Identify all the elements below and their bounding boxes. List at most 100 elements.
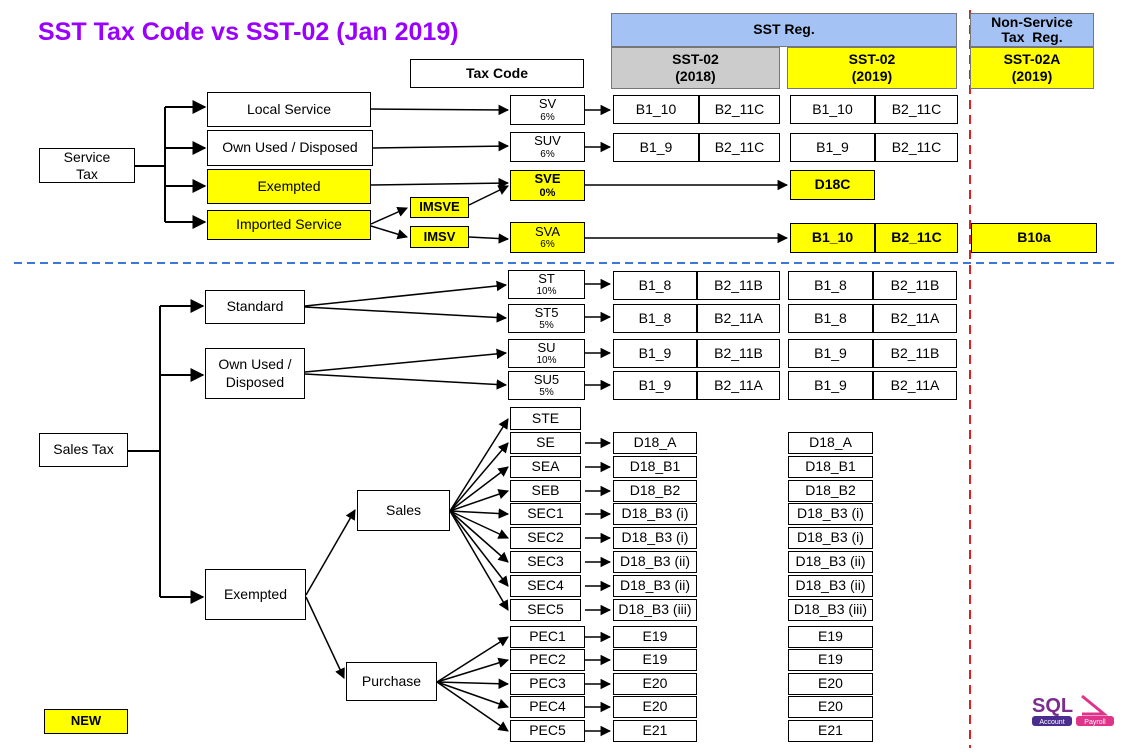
header-sst02a-2019: SST-02A (2019) — [970, 47, 1094, 89]
suv-2019-b1: B1_9 — [790, 133, 875, 162]
svg-text:SQL: SQL — [1032, 695, 1073, 717]
svg-text:Payroll: Payroll — [1084, 719, 1106, 726]
code-label: ST5 — [534, 304, 559, 320]
seb-2019: D18_B2 — [788, 480, 873, 502]
header-sst-reg: SST Reg. — [611, 13, 957, 47]
code-sec5: SEC5 — [510, 599, 581, 621]
sec2-2018: D18_B3 (i) — [613, 527, 697, 549]
code-sec3: SEC3 — [510, 551, 581, 573]
code-rate: 6% — [540, 111, 555, 123]
own-used-sales-node: Own Used / Disposed — [205, 348, 305, 399]
code-rate: 10% — [536, 286, 557, 298]
code-rate: 5% — [539, 387, 554, 399]
sve-2019-d18c: D18C — [790, 170, 875, 200]
pec3-2018: E20 — [613, 673, 697, 695]
code-rate: 6% — [540, 239, 555, 251]
suv-2019-b2: B2_11C — [875, 133, 958, 162]
code-st: ST 10% — [508, 270, 585, 299]
code-sve: SVE 0% — [510, 170, 585, 201]
sec5-2019: D18_B3 (iii) — [788, 599, 873, 621]
imsve-node: IMSVE — [410, 197, 469, 218]
st-2018-b2: B2_11B — [697, 271, 780, 300]
header-tax-code: Tax Code — [410, 59, 584, 88]
sv-2019-b2: B2_11C — [875, 95, 958, 124]
st5-2018-b1: B1_8 — [613, 304, 697, 333]
st-2019-b2: B2_11B — [873, 271, 957, 300]
sql-logo: SQL Account Payroll — [1030, 692, 1118, 730]
svg-text:Account: Account — [1039, 719, 1064, 726]
code-sec2: SEC2 — [510, 527, 581, 549]
pec3-2019: E20 — [788, 673, 873, 695]
sales-tax-root: Sales Tax — [39, 433, 128, 467]
header-sst02-2018: SST-02 (2018) — [611, 47, 780, 89]
standard-node: Standard — [205, 290, 305, 324]
code-label: SV — [538, 96, 557, 112]
sec1-2019: D18_B3 (i) — [788, 503, 873, 525]
service-tax-root: Service Tax — [39, 148, 135, 183]
su5-2018-b1: B1_9 — [613, 371, 697, 400]
suv-2018-b1: B1_9 — [613, 133, 699, 162]
su5-2019-b1: B1_9 — [788, 371, 873, 400]
code-rate: 6% — [540, 148, 555, 160]
code-suv: SUV 6% — [510, 132, 585, 162]
sva-02a-b10a: B10a — [971, 223, 1097, 253]
exempted-sales-node: Exempted — [205, 569, 306, 620]
code-su5: SU5 5% — [508, 371, 585, 400]
sva-2019-b2: B2_11C — [875, 223, 958, 253]
local-service-node: Local Service — [207, 92, 371, 127]
code-sec4: SEC4 — [510, 575, 581, 597]
code-label: SU — [537, 339, 556, 355]
sales-node: Sales — [357, 490, 450, 531]
suv-2018-b2: B2_11C — [699, 133, 780, 162]
code-sec1: SEC1 — [510, 503, 581, 525]
pec2-2019: E19 — [788, 649, 873, 671]
sv-2018-b2: B2_11C — [699, 95, 780, 124]
code-sea: SEA — [510, 456, 581, 478]
code-label: ST — [538, 270, 555, 286]
code-pec5: PEC5 — [510, 720, 585, 742]
code-pec2: PEC2 — [510, 649, 585, 671]
sea-2019: D18_B1 — [788, 456, 873, 478]
su-2018-b2: B2_11B — [697, 339, 780, 368]
code-seb: SEB — [510, 480, 581, 502]
code-pec3: PEC3 — [510, 673, 585, 695]
own-used-service-node: Own Used / Disposed — [207, 130, 373, 166]
header-sst02-2019: SST-02 (2019) — [787, 47, 957, 89]
code-rate: 10% — [536, 355, 557, 367]
seb-2018: D18_B2 — [613, 480, 697, 502]
code-pec1: PEC1 — [510, 626, 585, 648]
sec3-2019: D18_B3 (ii) — [788, 551, 873, 573]
st5-2018-b2: B2_11A — [697, 304, 780, 333]
code-su: SU 10% — [508, 339, 585, 368]
st-2019-b1: B1_8 — [788, 271, 873, 300]
sva-2019-b1: B1_10 — [790, 223, 875, 253]
se-2018: D18_A — [613, 432, 697, 454]
imported-service-node: Imported Service — [207, 210, 371, 240]
page-title: SST Tax Code vs SST-02 (Jan 2019) — [38, 18, 459, 46]
sec3-2018: D18_B3 (ii) — [613, 551, 697, 573]
code-rate: 5% — [539, 320, 554, 332]
pec1-2018: E19 — [613, 626, 697, 648]
st-2018-b1: B1_8 — [613, 271, 697, 300]
sec2-2019: D18_B3 (i) — [788, 527, 873, 549]
code-label: SVE — [534, 171, 561, 187]
purchase-node: Purchase — [346, 662, 437, 701]
pec4-2018: E20 — [613, 696, 697, 718]
code-ste: STE — [510, 407, 581, 430]
se-2019: D18_A — [788, 432, 873, 454]
sea-2018: D18_B1 — [613, 456, 697, 478]
pec5-2019: E21 — [788, 720, 873, 742]
header-non-service: Non-Service Tax Reg. — [970, 13, 1094, 47]
sec5-2018: D18_B3 (iii) — [613, 599, 697, 621]
sec1-2018: D18_B3 (i) — [613, 503, 697, 525]
sec4-2019: D18_B3 (ii) — [788, 575, 873, 597]
code-pec4: PEC4 — [510, 696, 585, 718]
code-rate: 0% — [539, 186, 556, 199]
code-label: SUV — [534, 133, 561, 149]
legend-new: NEW — [44, 709, 128, 734]
code-sv: SV 6% — [510, 95, 585, 125]
code-label: SU5 — [533, 371, 560, 387]
code-sva: SVA 6% — [510, 222, 585, 253]
st5-2019-b2: B2_11A — [873, 304, 957, 333]
